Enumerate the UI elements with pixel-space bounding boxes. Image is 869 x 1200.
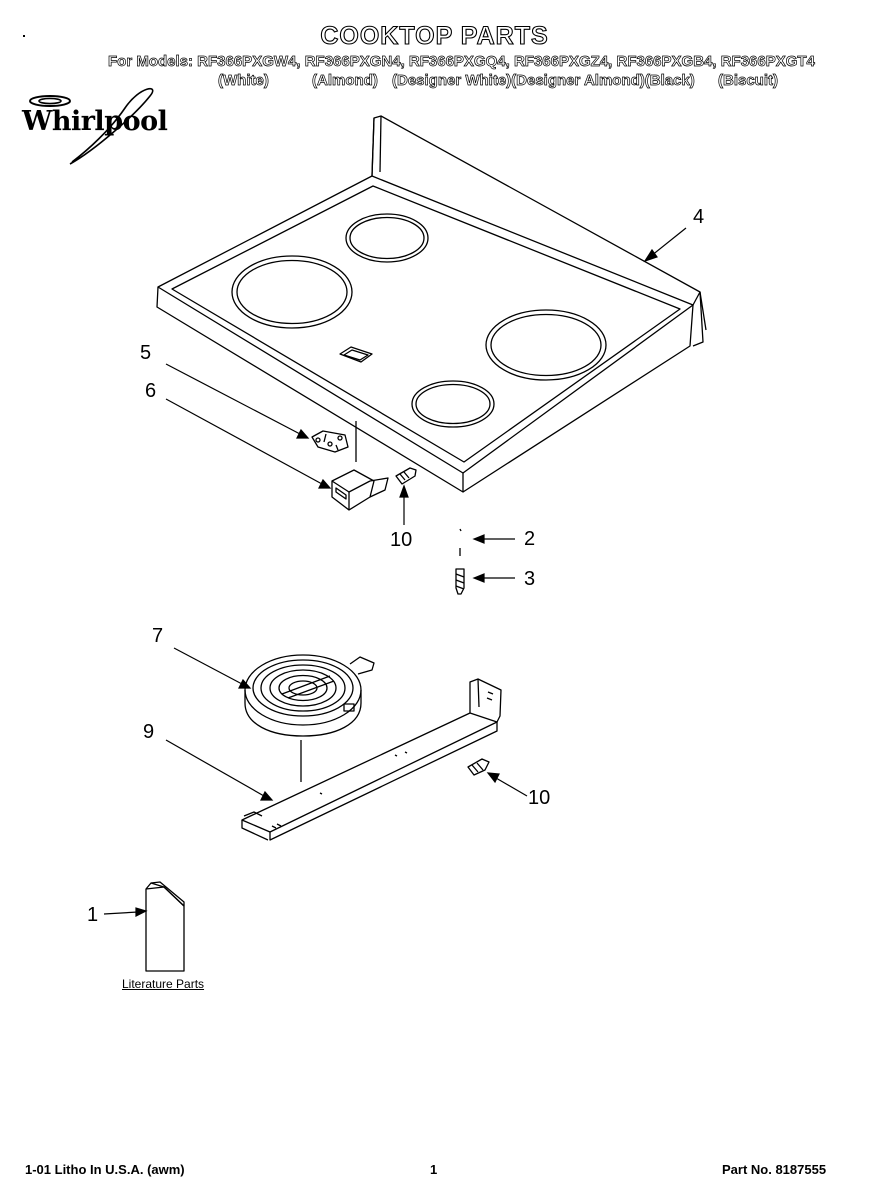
callout-10-upper: 10 <box>390 529 413 551</box>
models-line: For Models: RF366PXGW4, RF366PXGN4, RF36… <box>108 53 816 71</box>
indicator-window <box>339 346 373 363</box>
part-1-literature <box>145 881 185 972</box>
part-7-surface-element <box>244 654 375 737</box>
arrow-9 <box>165 739 265 797</box>
page-title: COOKTOP PARTS <box>320 21 549 50</box>
part-5-clip <box>311 430 349 453</box>
callout-3: 3 <box>524 568 536 590</box>
callout-7: 7 <box>152 625 164 647</box>
arrow-10b <box>495 777 528 797</box>
brand-logo: Whirlpool <box>22 106 168 137</box>
burner-ring-front-right <box>411 380 495 428</box>
burner-ring-rear-left <box>345 213 429 263</box>
arrow-1 <box>103 911 139 915</box>
callout-10-lower: 10 <box>528 787 551 809</box>
callout-2: 2 <box>524 528 536 550</box>
part-10-screw-upper <box>395 467 417 485</box>
arrow-4 <box>650 227 687 257</box>
part-10-screw-lower <box>467 758 490 776</box>
arrow-6 <box>165 398 323 485</box>
callout-5: 5 <box>140 342 152 364</box>
callout-6: 6 <box>145 380 157 402</box>
burner-ring-rear-right <box>485 309 607 381</box>
variant-almond: (Almond) <box>312 72 379 90</box>
part-9-support-bar <box>241 678 502 841</box>
callout-9: 9 <box>143 721 155 743</box>
variant-biscuit: (Biscuit) <box>718 72 779 90</box>
cooktop-panel <box>156 115 707 493</box>
footer-litho: 1-01 Litho In U.S.A. (awm) <box>25 1162 185 1177</box>
variant-designer: (Designer White)(Designer Almond)(Black) <box>392 72 696 90</box>
part-3-screw <box>455 568 465 595</box>
callout-4: 4 <box>693 206 705 228</box>
corner-mark <box>23 35 25 37</box>
part-2-washer <box>459 528 462 532</box>
literature-parts-label: Literature Parts <box>122 977 205 991</box>
part-6-bracket <box>331 469 389 511</box>
arrow-4-head <box>643 248 658 263</box>
arrow-5 <box>165 363 301 435</box>
footer-part-number: Part No. 8187555 <box>722 1162 827 1177</box>
footer-page-number: 1 <box>430 1162 438 1177</box>
callout-1: 1 <box>87 904 99 926</box>
arrow-7 <box>173 647 243 685</box>
variant-white: (White) <box>218 72 270 90</box>
burner-ring-front-left <box>231 255 353 329</box>
